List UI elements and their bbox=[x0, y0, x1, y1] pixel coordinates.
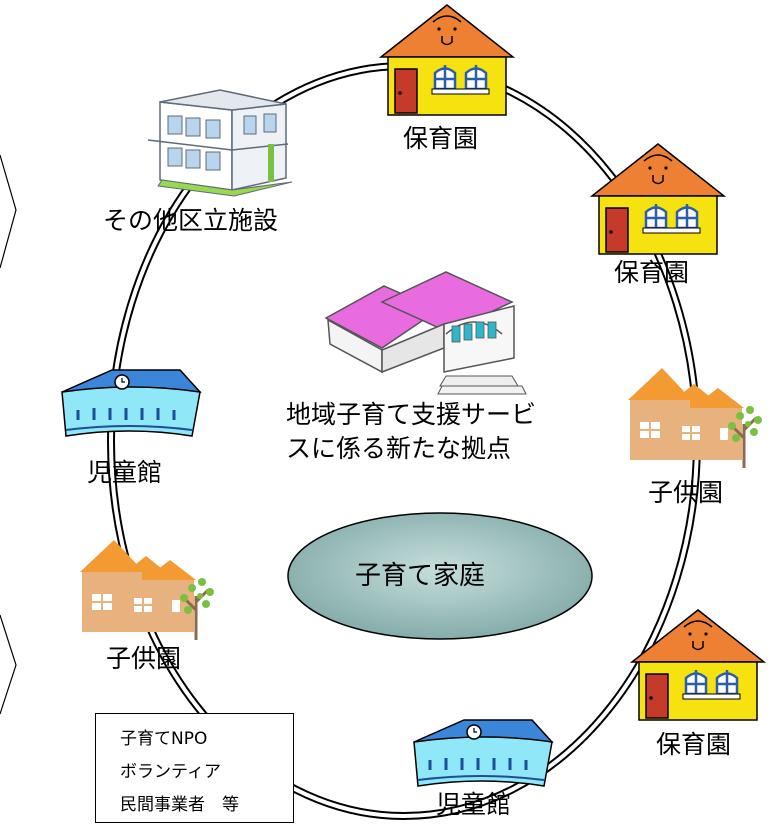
hub-label-line-2: スに係る新たな拠点 bbox=[286, 434, 512, 463]
nursery-icon bbox=[590, 142, 726, 256]
community-hub-icon bbox=[324, 271, 527, 395]
nursery-icon bbox=[630, 608, 766, 722]
childrens-hall-label-left: 児童館 bbox=[87, 458, 163, 487]
kindergarten-label-right: 子供園 bbox=[648, 478, 724, 507]
left-arrow-shape-top bbox=[0, 154, 17, 269]
nursery-label-bottom: 保育園 bbox=[656, 730, 732, 759]
left-arrow-shape-bottom bbox=[0, 614, 17, 715]
hub-label: 地域子育て支援サービ スに係る新たな拠点 bbox=[286, 398, 536, 466]
childrens-hall-label-bottom: 児童館 bbox=[436, 790, 512, 819]
nursery-icon bbox=[379, 3, 515, 117]
nursery-label-right: 保育園 bbox=[614, 258, 690, 287]
childrens-hall-icon bbox=[412, 718, 554, 788]
org-volunteer: ボランティア bbox=[120, 762, 221, 782]
family-label: 子育て家庭 bbox=[355, 561, 486, 591]
family-ellipse bbox=[287, 512, 593, 640]
kindergarten-icon bbox=[78, 538, 216, 642]
org-private-business: 民間事業者 等 bbox=[120, 795, 239, 815]
office-building-icon bbox=[147, 89, 293, 197]
other-facilities-label: その他区立施設 bbox=[103, 206, 279, 235]
kindergarten-label-left: 子供園 bbox=[106, 644, 182, 673]
partner-organizations-box: 子育てNPO ボランティア 民間事業者 等 bbox=[95, 713, 294, 823]
hub-label-line-1: 地域子育て支援サービ bbox=[286, 400, 537, 429]
nursery-label-top: 保育園 bbox=[403, 124, 479, 153]
childrens-hall-icon bbox=[60, 368, 202, 438]
org-npo: 子育てNPO bbox=[120, 729, 208, 749]
kindergarten-icon bbox=[626, 366, 764, 470]
